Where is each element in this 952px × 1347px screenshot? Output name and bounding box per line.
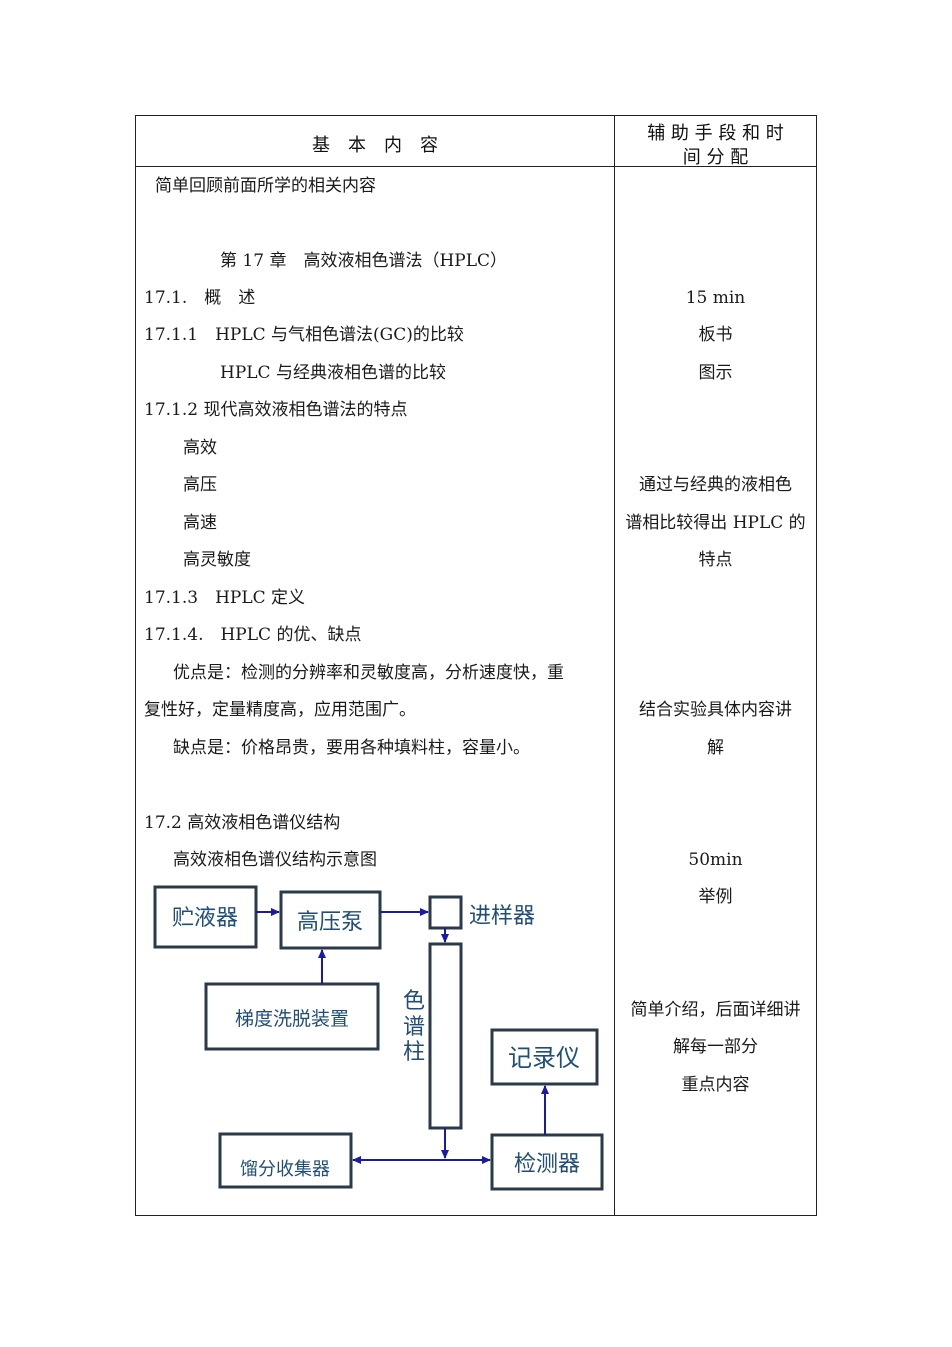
reservoir-label: 贮液器 [172, 906, 238, 931]
aux-note-line: 结合实验具体内容讲 [639, 700, 792, 720]
gradient-label: 梯度洗脱装置 [235, 1008, 349, 1030]
detector-label: 检测器 [514, 1152, 580, 1177]
feature-item: 高效 [183, 438, 217, 458]
column-divider [614, 115, 615, 1216]
column-label-1: 色 [403, 989, 425, 1014]
column-label-3: 柱 [403, 1040, 425, 1065]
header-aux-line2: 间 分 配 [682, 147, 749, 168]
chapter-title: 第 17 章 高效液相色谱法（HPLC） [220, 251, 507, 271]
advantages-line1: 优点是：检测的分辨率和灵敏度高，分析速度快，重 [173, 663, 564, 683]
reservoir-box [153, 885, 258, 949]
pump-label: 高压泵 [297, 910, 363, 935]
injector-label: 进样器 [469, 904, 535, 929]
recorder-box [490, 1028, 599, 1086]
aux-note-line: 简单介绍，后面详细讲 [630, 1000, 801, 1020]
aux-note-line: 重点内容 [681, 1075, 750, 1095]
section-17-1-4: 17.1.4. HPLC 的优、缺点 [144, 625, 362, 645]
section-17-1-3: 17.1.3 HPLC 定义 [144, 588, 306, 608]
injector-box [428, 895, 463, 930]
disadvantages-line: 缺点是：价格昂贵，要用各种填料柱，容量小。 [173, 738, 530, 758]
aux-method: 举例 [698, 887, 733, 907]
collector-box [218, 1132, 353, 1189]
aux-method: 板书 [698, 325, 733, 345]
gradient-box [204, 982, 380, 1051]
aux-method: 图示 [698, 363, 733, 383]
detector-box [490, 1133, 604, 1191]
header-basic-content: 基 本 内 容 [312, 135, 438, 156]
feature-item: 高灵敏度 [183, 550, 251, 570]
header-aux-line1: 辅 助 手 段 和 时 [647, 123, 784, 144]
recorder-label: 记录仪 [508, 1044, 580, 1072]
content-table [135, 115, 817, 1216]
time-allocation: 15 min [685, 288, 746, 308]
column-box [428, 942, 463, 1130]
pump-box [279, 890, 382, 950]
advantages-line2: 复性好，定量精度高，应用范围广。 [144, 700, 416, 720]
collector-label: 馏分收集器 [240, 1159, 330, 1180]
intro-line: 简单回顾前面所学的相关内容 [155, 176, 376, 196]
aux-note-line: 特点 [698, 550, 733, 570]
feature-item: 高压 [183, 475, 217, 495]
header-divider [135, 166, 817, 167]
aux-note-line: 通过与经典的液相色 [639, 475, 792, 495]
column-label-2: 谱 [403, 1015, 425, 1040]
time-allocation: 50min [688, 850, 743, 870]
aux-note-line: 谱相比较得出 HPLC 的 [625, 513, 806, 533]
section-17-1-1: 17.1.1 HPLC 与气相色谱法(GC)的比较 [144, 325, 464, 345]
aux-note-line: 解 [707, 738, 724, 758]
feature-item: 高速 [183, 513, 217, 533]
section-17-1-2: 17.1.2 现代高效液相色谱法的特点 [144, 400, 408, 420]
section-17-2: 17.2 高效液相色谱仪结构 [144, 813, 341, 833]
aux-note-line: 解每一部分 [673, 1037, 758, 1057]
diagram-caption: 高效液相色谱仪结构示意图 [173, 850, 377, 870]
section-17-1-1-b: HPLC 与经典液相色谱的比较 [220, 363, 446, 383]
section-17-1: 17.1. 概 述 [144, 288, 256, 308]
